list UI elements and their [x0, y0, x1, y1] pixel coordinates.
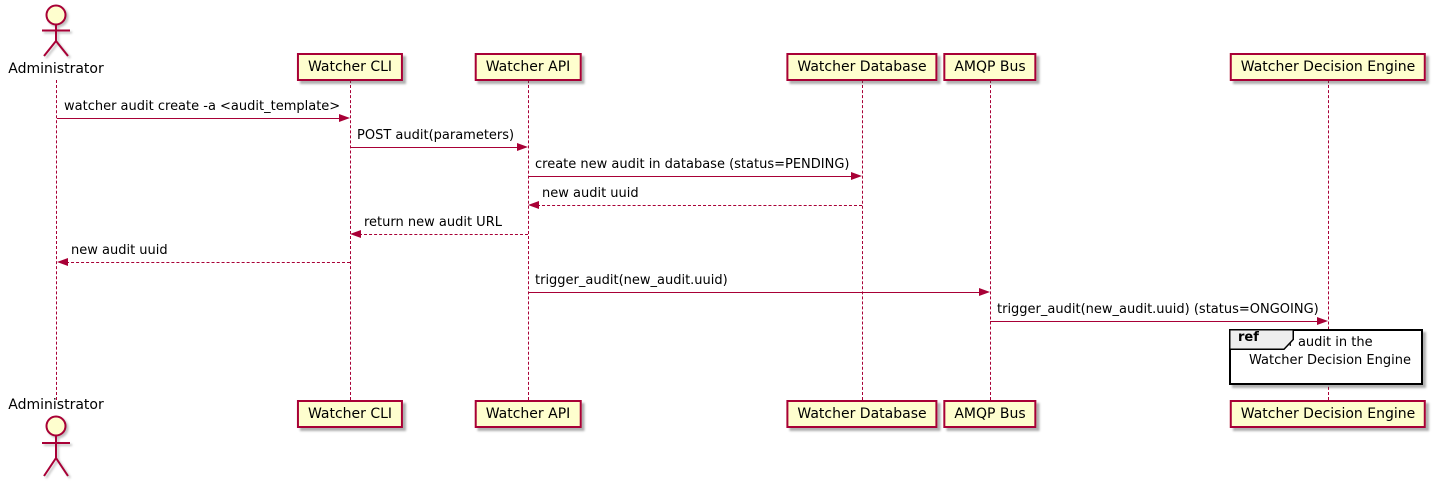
message-3-arrowhead-icon [528, 200, 539, 209]
actor-label-bottom: Administrator [8, 397, 104, 413]
lifeline-watcher-api [527, 80, 529, 400]
message-4-arrowhead-icon [350, 229, 361, 238]
message-1-label: POST audit(parameters) [357, 128, 515, 143]
message-3-label: new audit uuid [542, 186, 639, 201]
ref-pentagon-icon [1229, 329, 1294, 350]
message-3-line [537, 205, 862, 206]
actor-icon [42, 415, 70, 477]
message-6-line [528, 292, 981, 293]
message-4-label: return new audit URL [364, 215, 502, 230]
participant-watcher-api-bottom: Watcher API [474, 400, 582, 428]
message-6-arrowhead-icon [979, 287, 990, 296]
message-6-label: trigger_audit(new_audit.uuid) [535, 273, 728, 288]
participant-watcher-cli-bottom: Watcher CLI [296, 400, 404, 428]
actor-label-top: Administrator [8, 61, 104, 77]
participant-watcher-api-top: Watcher API [474, 53, 582, 81]
message-2-line [528, 176, 853, 177]
lifeline-watcher-database [861, 80, 863, 400]
message-7-label: trigger_audit(new_audit.uuid) (status=ON… [997, 302, 1319, 317]
message-5-arrowhead-icon [57, 257, 68, 266]
participant-watcher-cli-top: Watcher CLI [296, 53, 404, 81]
message-5-label: new audit uuid [71, 243, 168, 258]
participant-watcher-database-bottom: Watcher Database [786, 400, 938, 428]
participant-watcher-decision-engine-bottom: Watcher Decision Engine [1229, 400, 1427, 428]
ref-keyword-tab: ref [1229, 329, 1295, 350]
participant-watcher-decision-engine-top: Watcher Decision Engine [1229, 53, 1427, 81]
message-2-label: create new audit in database (status=PEN… [535, 157, 850, 172]
lifeline-amqp-bus [989, 80, 991, 400]
lifeline-watcher-cli [349, 80, 351, 400]
message-0-arrowhead-icon [339, 113, 350, 122]
participant-watcher-database-top: Watcher Database [786, 53, 938, 81]
message-4-line [359, 234, 528, 235]
actor-icon [42, 4, 70, 57]
message-7-arrowhead-icon [1317, 316, 1328, 325]
message-7-line [990, 321, 1319, 322]
message-2-arrowhead-icon [851, 171, 862, 180]
ref-line: Watcher Decision Engine [1249, 353, 1411, 368]
participant-amqp-bus-bottom: AMQP Bus [943, 400, 1037, 428]
message-0-label: watcher audit create -a <audit_template> [64, 99, 341, 114]
participant-amqp-bus-top: AMQP Bus [943, 53, 1037, 81]
ref-fragment: ref Trigger audit in the Watcher Decisio… [1229, 329, 1423, 385]
lifeline-administrator [55, 80, 57, 400]
message-1-arrowhead-icon [517, 142, 528, 151]
message-0-line [57, 118, 341, 119]
message-5-line [66, 262, 350, 263]
lifeline-watcher-decision-engine [1327, 80, 1329, 400]
message-1-line [350, 147, 519, 148]
ref-keyword: ref [1238, 330, 1259, 345]
